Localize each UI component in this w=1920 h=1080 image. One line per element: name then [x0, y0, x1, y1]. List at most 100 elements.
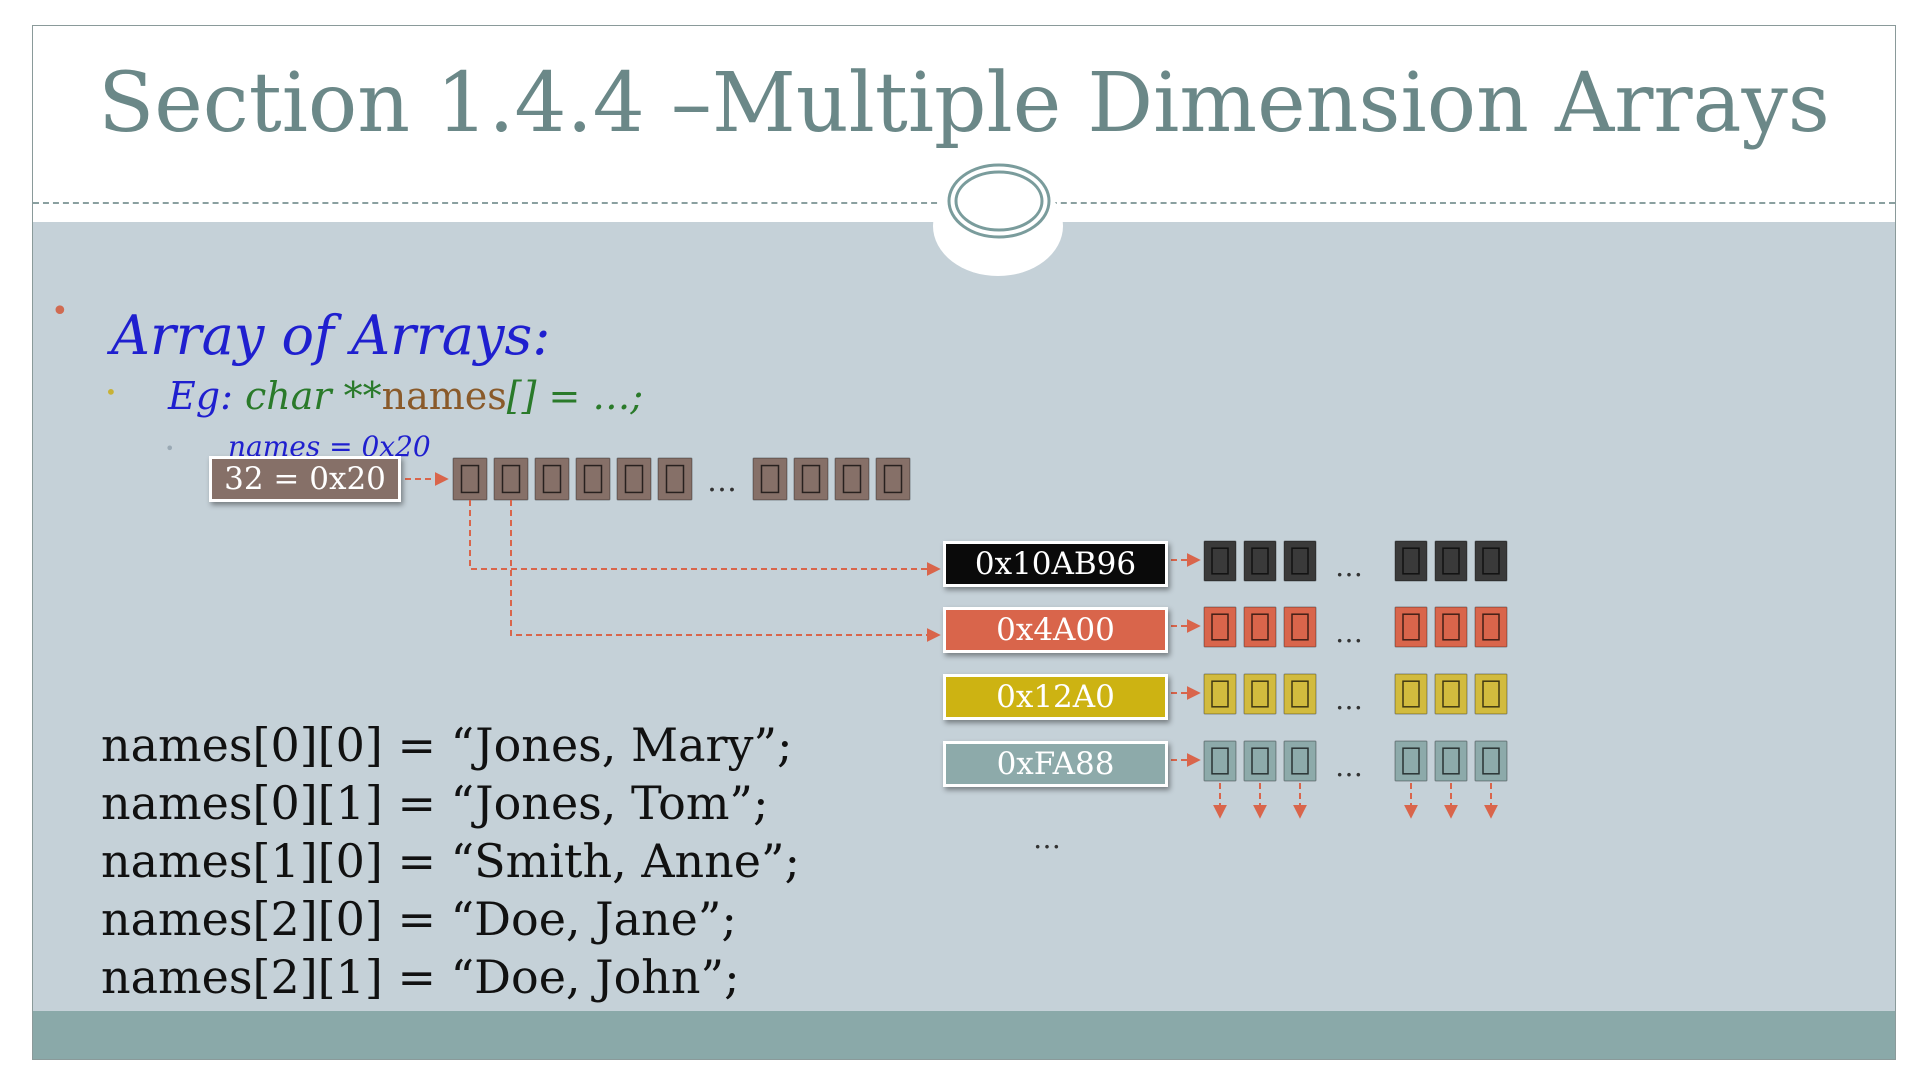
pointer-array-cell	[834, 457, 870, 501]
ornament-ring-outer	[947, 163, 1051, 239]
example-stars: **	[343, 374, 382, 418]
row-array-cell	[1394, 606, 1428, 648]
example-colon: :	[220, 374, 233, 418]
pointer-array-cell	[493, 457, 529, 501]
cell-glyph	[1211, 680, 1229, 708]
row-ellipsis: …	[1335, 616, 1363, 649]
cell-glyph	[1482, 680, 1500, 708]
row-array-cell	[1434, 540, 1468, 582]
row-ellipsis: …	[1335, 550, 1363, 583]
top-ellipsis: …	[707, 464, 737, 499]
row-array-cell	[1394, 540, 1428, 582]
row-array-cell	[1283, 540, 1317, 582]
row-address-box: 0x4A00	[943, 607, 1168, 653]
row-array-cell	[1434, 606, 1468, 648]
row-array-cell	[1243, 540, 1277, 582]
more-rows-ellipsis: …	[1033, 822, 1061, 855]
assignment-list: names[0][0] = “Jones, Mary”; names[0][1]…	[101, 716, 800, 1006]
row-array-cell	[1474, 540, 1508, 582]
assignment-line: names[2][1] = “Doe, John”;	[101, 950, 740, 1004]
row-array-cell	[1474, 740, 1508, 782]
slide-title: Section 1.4.4 –Multiple Dimension Arrays	[98, 56, 1830, 151]
cell-glyph	[542, 464, 562, 494]
cell-glyph	[1251, 747, 1269, 775]
cell-glyph	[1291, 680, 1309, 708]
example-rest: = …;	[536, 374, 644, 418]
row-array-cell	[1203, 740, 1237, 782]
cell-glyph	[1402, 613, 1420, 641]
bullet-dot: •	[165, 439, 175, 458]
array-diagram	[405, 457, 1508, 819]
pointer-array-cell	[575, 457, 611, 501]
cell-glyph	[1211, 547, 1229, 575]
row-array-cell	[1434, 740, 1468, 782]
example-line: Eg: char **names[] = …;	[168, 374, 643, 418]
cell-glyph	[1251, 613, 1269, 641]
cell-glyph	[624, 464, 644, 494]
row-address-box: 0xFA88	[943, 741, 1168, 787]
example-name: names	[381, 374, 507, 418]
cell-glyph	[460, 464, 480, 494]
cell-glyph	[883, 464, 903, 494]
cell-glyph	[1402, 547, 1420, 575]
footer-band	[33, 1011, 1895, 1059]
row-array-cell	[1283, 673, 1317, 715]
pointer-array-cell	[657, 457, 693, 501]
cell-glyph	[1482, 547, 1500, 575]
cell-glyph	[1442, 680, 1460, 708]
bullet-dot: •	[105, 380, 117, 404]
cell-glyph	[1291, 613, 1309, 641]
slide: Section 1.4.4 –Multiple Dimension Arrays…	[32, 25, 1896, 1060]
row-array-cell	[1243, 673, 1277, 715]
cell-glyph	[1482, 747, 1500, 775]
cell-glyph	[665, 464, 685, 494]
cell-glyph	[801, 464, 821, 494]
ornament-svg	[947, 163, 1051, 239]
pointer-array-cell	[452, 457, 488, 501]
cell-glyph	[1211, 613, 1229, 641]
row-link-arrow	[469, 500, 941, 576]
row-array-cell	[1434, 673, 1468, 715]
row-array-cell	[1394, 673, 1428, 715]
bullet-heading: Array of Arrays:	[111, 304, 551, 367]
example-brackets: []	[506, 374, 537, 418]
cell-glyph	[1251, 547, 1269, 575]
cell-glyph	[1442, 747, 1460, 775]
ornament-ring-inner	[954, 170, 1044, 232]
example-type: char	[232, 374, 344, 418]
row-array-cell	[1243, 740, 1277, 782]
cell-glyph	[1442, 613, 1460, 641]
cell-glyph	[1251, 680, 1269, 708]
cell-glyph	[501, 464, 521, 494]
row-link-arrow	[510, 500, 941, 642]
cell-glyph	[1211, 747, 1229, 775]
pointer-array-cell	[752, 457, 788, 501]
bullet-dot: •	[51, 294, 69, 329]
pointer-box: 32 = 0x20	[209, 456, 401, 502]
pointer-array-cell	[616, 457, 652, 501]
cell-glyph	[1402, 747, 1420, 775]
row-array-cell	[1474, 673, 1508, 715]
row-address-box: 0x12A0	[943, 674, 1168, 720]
row-array-cell	[1474, 606, 1508, 648]
cell-glyph	[760, 464, 780, 494]
cell-glyph	[1482, 613, 1500, 641]
pointer-array-cell	[534, 457, 570, 501]
row-address-box: 0x10AB96	[943, 541, 1168, 587]
cell-glyph	[1291, 547, 1309, 575]
cell-glyph	[842, 464, 862, 494]
assignment-line: names[2][0] = “Doe, Jane”;	[101, 892, 737, 946]
cell-glyph	[1402, 680, 1420, 708]
cell-glyph	[1291, 747, 1309, 775]
row-ellipsis: …	[1335, 750, 1363, 783]
row-array-cell	[1203, 673, 1237, 715]
row-array-cell	[1394, 740, 1428, 782]
row-array-cell	[1243, 606, 1277, 648]
row-array-cell	[1203, 606, 1237, 648]
pointer-array-cell	[875, 457, 911, 501]
assignment-line: names[0][1] = “Jones, Tom”;	[101, 776, 769, 830]
row-array-cell	[1203, 540, 1237, 582]
cell-glyph	[1442, 547, 1460, 575]
pointer-array-cell	[793, 457, 829, 501]
row-array-cell	[1283, 606, 1317, 648]
